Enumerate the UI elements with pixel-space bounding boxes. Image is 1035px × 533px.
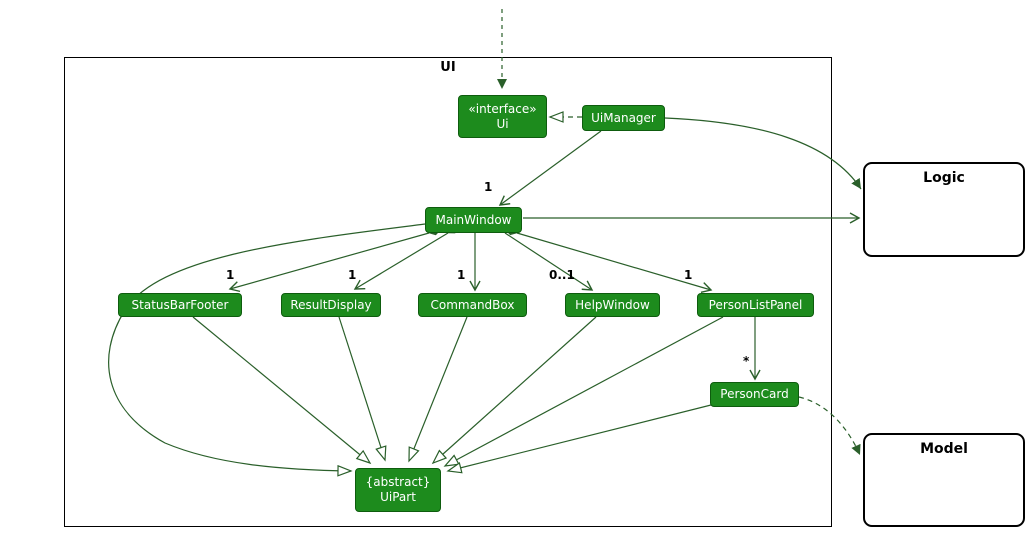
model-component-box: Model <box>863 433 1025 527</box>
class-name: HelpWindow <box>575 297 650 312</box>
class-uipart-abstract: {abstract} UiPart <box>355 468 441 512</box>
logic-component-box: Logic <box>863 162 1025 257</box>
ui-package-label: UI <box>440 60 456 75</box>
class-name: MainWindow <box>435 212 512 227</box>
association-uimanager-mainwindow <box>498 130 602 206</box>
class-name: PersonListPanel <box>708 297 803 312</box>
dependency-personcard-model <box>798 396 861 456</box>
class-personlistpanel: PersonListPanel <box>697 293 814 317</box>
multiplicity-label: 0..1 <box>549 268 575 282</box>
inheritance-resultdisplay-uipart <box>338 316 387 462</box>
class-commandbox: CommandBox <box>418 293 527 317</box>
class-uimanager: UiManager <box>582 105 665 131</box>
class-statusbarfooter: StatusBarFooter <box>118 293 242 317</box>
class-personcard: PersonCard <box>710 382 799 407</box>
inheritance-personcard-uipart <box>446 404 712 474</box>
model-component-label: Model <box>920 441 968 457</box>
class-mainwindow: MainWindow <box>425 207 522 233</box>
multiplicity-label: 1 <box>457 268 466 282</box>
class-name: ResultDisplay <box>290 297 372 312</box>
multiplicity-label: 1 <box>226 268 235 282</box>
class-name: UiPart <box>380 490 416 504</box>
class-name: PersonCard <box>720 387 789 401</box>
class-name: UiManager <box>591 110 656 125</box>
class-modifier: {abstract} <box>365 475 431 489</box>
class-name: CommandBox <box>430 297 515 312</box>
class-helpwindow: HelpWindow <box>565 293 660 317</box>
inheritance-statusbarfooter-uipart <box>192 316 372 465</box>
multiplicity-label: 1 <box>348 268 357 282</box>
class-ui-interface: «interface» Ui <box>458 95 547 138</box>
inheritance-commandbox-uipart <box>408 316 468 463</box>
class-name: StatusBarFooter <box>131 297 229 312</box>
composition-mainwindow-personlistpanel <box>505 227 713 293</box>
inheritance-personlistpanel-uipart <box>443 316 724 467</box>
association-uimanager-logic <box>664 117 862 190</box>
composition-mainwindow-statusbarfooter <box>228 227 442 293</box>
class-resultdisplay: ResultDisplay <box>281 293 381 317</box>
inheritance-mainwindow-uipart <box>108 223 426 477</box>
class-stereotype: «interface» <box>468 101 537 116</box>
multiplicity-label: 1 <box>684 268 693 282</box>
composition-mainwindow-resultdisplay <box>353 226 459 290</box>
class-name: Ui <box>496 116 509 131</box>
inheritance-helpwindow-uipart <box>431 316 597 465</box>
multiplicity-label: * <box>743 354 750 368</box>
multiplicity-label: 1 <box>484 180 493 194</box>
logic-component-label: Logic <box>923 170 965 186</box>
